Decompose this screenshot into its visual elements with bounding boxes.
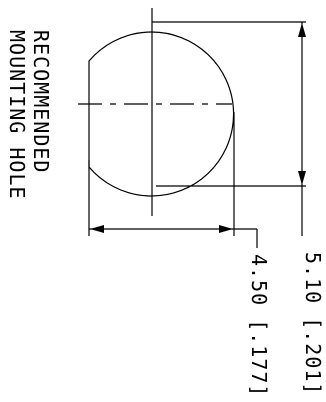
hole-outline xyxy=(88,31,235,197)
title-mounting-hole: MOUNTING HOLE xyxy=(5,30,29,200)
dimension-text-diameter: 5.10 [.201] xyxy=(301,252,325,395)
arrow-left xyxy=(90,225,104,233)
dimension-text-flat: 4.50 [.177] xyxy=(247,254,271,397)
arrow-top xyxy=(298,23,306,37)
title-recommended: RECOMMENDED xyxy=(29,30,53,173)
arrow-bottom xyxy=(298,171,306,185)
arrow-right xyxy=(219,225,233,233)
